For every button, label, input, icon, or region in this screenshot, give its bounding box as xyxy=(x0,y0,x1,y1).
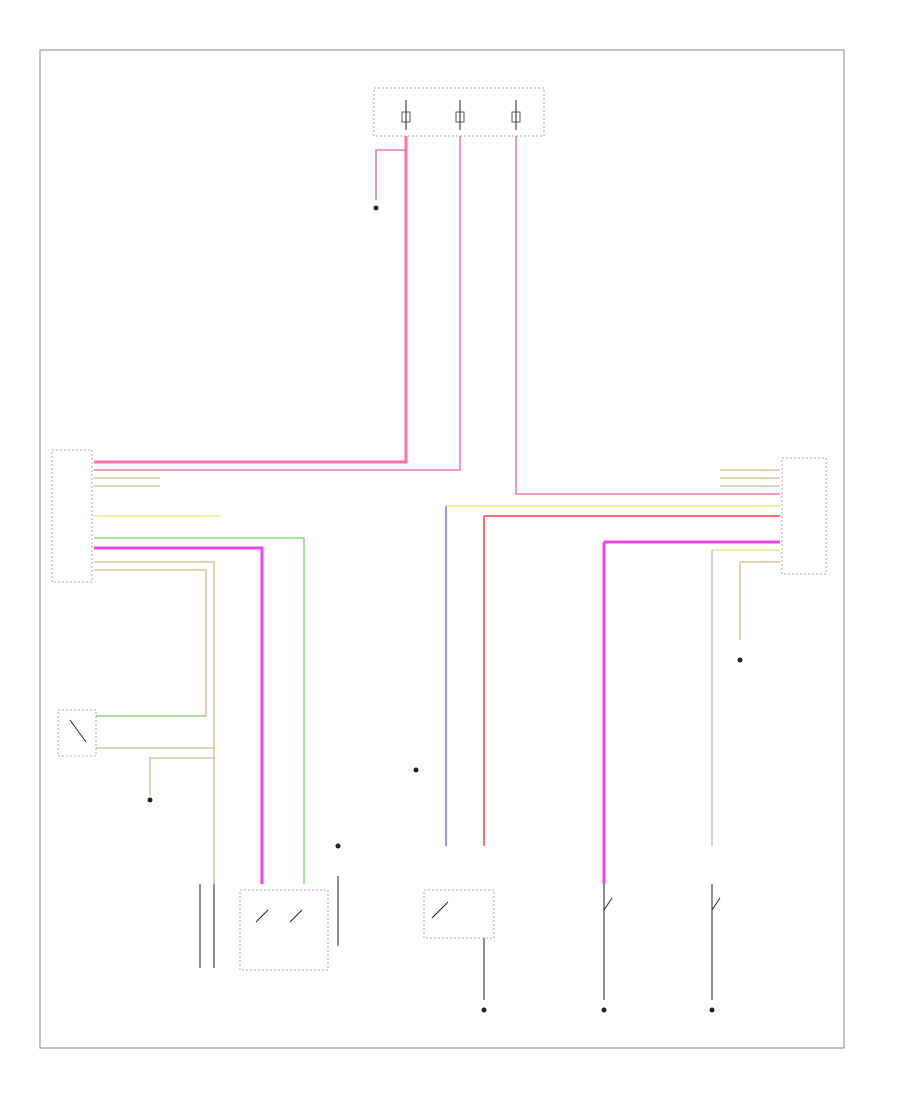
wire-pink-fuse3 xyxy=(515,136,780,495)
wire-pink-fuse2 xyxy=(94,136,461,471)
wire-pink-branch xyxy=(375,149,406,200)
wire-tan-down-1 xyxy=(94,561,215,884)
control-module-left xyxy=(51,449,93,583)
wire-green-left xyxy=(94,537,305,884)
ground-center-dot xyxy=(413,767,419,773)
fuse-box xyxy=(373,87,545,137)
fuse-1 xyxy=(401,100,411,130)
fuse-2 xyxy=(455,100,465,130)
wire-pink-fuse1 xyxy=(94,136,408,464)
ground-left-dot xyxy=(147,797,153,803)
switch-block-left xyxy=(199,876,339,971)
ground-bottom-2 xyxy=(601,1007,607,1013)
ground-bottom-3 xyxy=(709,1007,715,1013)
ground-bottom-1 xyxy=(481,1007,487,1013)
fuse-3 xyxy=(511,100,521,130)
ground-top-dot xyxy=(373,205,379,211)
wire-tan-ground-left xyxy=(149,757,214,796)
switch-left xyxy=(57,709,97,757)
wire-magenta-left xyxy=(94,546,264,884)
ground-block-dot xyxy=(335,843,341,849)
wire-magenta-right xyxy=(602,540,780,884)
diagram-frame xyxy=(39,49,845,1049)
switch-center xyxy=(423,889,495,1000)
wire-tan-down-2 xyxy=(94,569,207,716)
wire-red-center xyxy=(483,515,780,846)
switch-right xyxy=(711,884,721,1000)
wire-tan-right-ground xyxy=(739,561,780,640)
ground-right-dot xyxy=(737,657,743,663)
control-module-right xyxy=(781,457,827,575)
switch-mid xyxy=(603,884,613,1000)
